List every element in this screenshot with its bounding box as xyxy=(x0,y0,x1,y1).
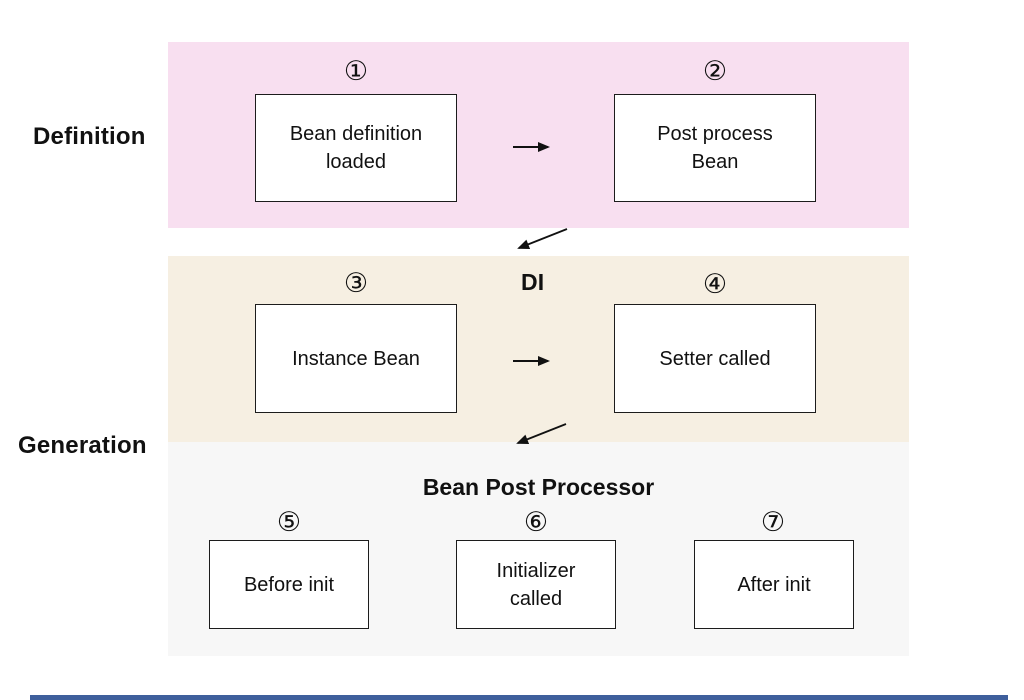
bottom-accent-bar xyxy=(30,695,1008,700)
di-label: DI xyxy=(521,269,545,295)
node-before-init: Before init xyxy=(209,540,369,629)
node-bean-definition-loaded: Bean definition loaded xyxy=(255,94,457,202)
node-setter-called: Setter called xyxy=(614,304,816,413)
arrow-3-to-4-icon xyxy=(513,356,550,366)
step-1-badge: ① xyxy=(343,56,369,87)
arrow-4-to-5-icon xyxy=(516,423,567,444)
node-label: After init xyxy=(737,573,811,596)
node-label: Post process Bean xyxy=(657,123,773,173)
step-4-badge: ④ xyxy=(702,269,728,300)
node-after-init: After init xyxy=(694,540,854,629)
generation-label: Generation xyxy=(18,432,147,459)
node-label: Before init xyxy=(243,573,335,596)
step-2-badge: ② xyxy=(702,56,728,87)
node-post-process-bean: Post process Bean xyxy=(614,94,816,202)
step-6-badge: ⑥ xyxy=(523,507,549,538)
step-3-badge: ③ xyxy=(343,268,369,299)
node-label: Initializer called xyxy=(496,559,576,610)
node-label: Instance Bean xyxy=(292,347,420,370)
node-label: Setter called xyxy=(659,347,771,370)
node-instance-bean: Instance Bean xyxy=(255,304,457,413)
node-label: Bean definition loaded xyxy=(289,123,423,173)
definition-label: Definition xyxy=(33,123,146,150)
bean-post-processor-heading: Bean Post Processor xyxy=(422,474,655,500)
arrow-2-to-3-icon xyxy=(517,228,568,249)
node-initializer-called: Initializer called xyxy=(456,540,616,629)
step-7-badge: ⑦ xyxy=(760,507,786,538)
arrow-1-to-2-icon xyxy=(513,142,550,152)
step-5-badge: ⑤ xyxy=(276,507,302,538)
